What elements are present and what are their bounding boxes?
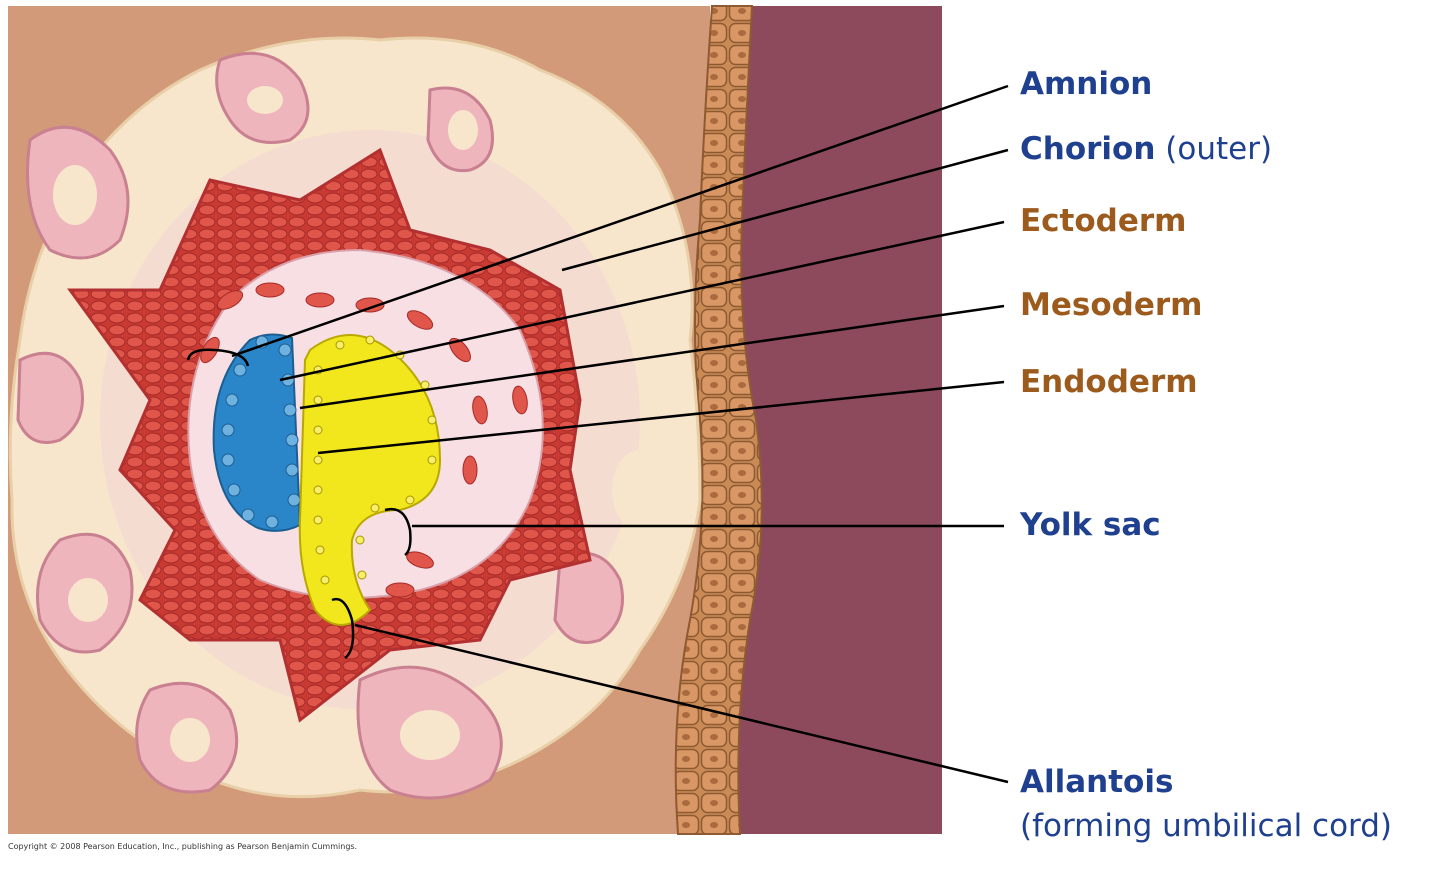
label-chorion-text: Chorion — [1020, 131, 1156, 167]
label-endoderm: Endoderm — [1020, 364, 1198, 400]
leader-allantois — [354, 623, 1009, 784]
copyright-notice: Copyright © 2008 Pearson Education, Inc.… — [8, 842, 358, 851]
leader-ectoderm — [279, 220, 1005, 382]
label-chorion-note: (outer) — [1165, 131, 1273, 167]
label-yolk-sac-text: Yolk sac — [1020, 507, 1161, 543]
label-mesoderm: Mesoderm — [1020, 287, 1202, 323]
gland-lumens — [53, 86, 668, 762]
label-allantois-note: (forming umbilical cord) — [1020, 808, 1392, 844]
label-mesoderm-text: Mesoderm — [1020, 287, 1203, 323]
label-endoderm-text: Endoderm — [1020, 364, 1198, 400]
uterine-wall — [722, 6, 942, 834]
label-allantois-text: Allantois — [1020, 764, 1174, 800]
mesoderm-cells — [200, 282, 528, 598]
leader-endoderm — [317, 380, 1005, 455]
allantois-bracket — [331, 597, 355, 660]
label-ectoderm: Ectoderm — [1020, 203, 1186, 239]
leader-lines — [186, 84, 1009, 784]
label-amnion-text: Amnion — [1020, 66, 1153, 102]
amnion-bracket — [186, 348, 250, 367]
yolk-sac-bracket — [384, 507, 412, 557]
label-allantois: Allantois — [1020, 764, 1173, 800]
leader-amnion — [231, 84, 1009, 358]
leader-mesoderm — [299, 304, 1005, 410]
label-allantois-note-text: (forming umbilical cord) — [1020, 808, 1393, 844]
label-yolk-sac: Yolk sac — [1020, 507, 1161, 543]
label-chorion: Chorion (outer) — [1020, 131, 1272, 167]
label-amnion: Amnion — [1020, 66, 1152, 102]
label-ectoderm-text: Ectoderm — [1020, 203, 1187, 239]
leader-chorion — [561, 148, 1009, 272]
ectoderm-cells — [221, 335, 301, 529]
uterine-epithelium — [674, 5, 763, 835]
